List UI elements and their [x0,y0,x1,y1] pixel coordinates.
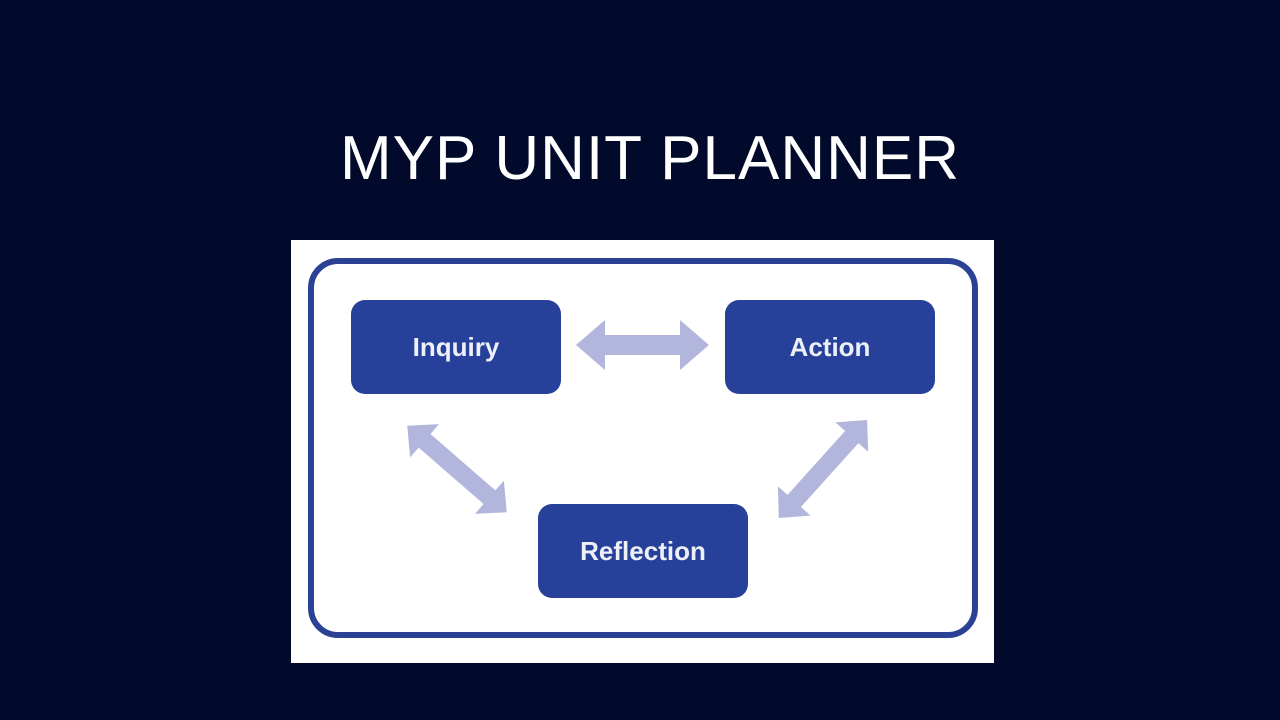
reflection-node: Reflection [538,504,748,598]
action-reflection-arrow [777,419,869,519]
reflection-label: Reflection [580,535,706,566]
inquiry-node: Inquiry [351,300,561,394]
diagram-frame [308,258,978,638]
inquiry-action-arrow [576,320,709,370]
action-node: Action [725,300,935,394]
inquiry-reflection-arrow [407,424,507,514]
inquiry-label: Inquiry [412,331,500,362]
slide-title: MYP UNIT PLANNER [339,124,961,193]
diagram-figure: Inquiry Action Reflection [291,240,994,663]
arrows-layer [407,320,869,519]
action-label: Action [789,331,871,362]
